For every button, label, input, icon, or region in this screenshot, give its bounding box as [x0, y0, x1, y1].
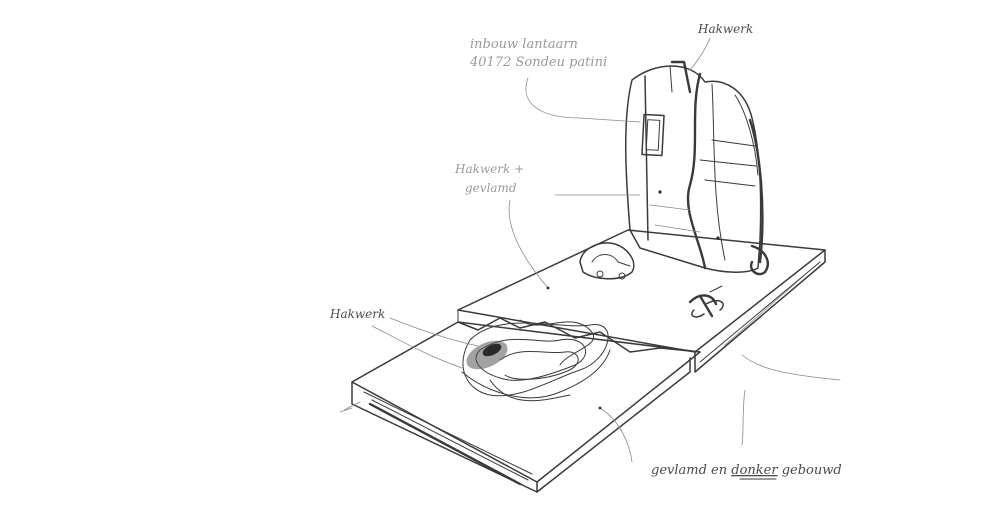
label-lantern-line2: 40172 Sondeu patini	[469, 55, 607, 70]
dragonfly-ornament	[688, 285, 724, 318]
lower-slab	[343, 321, 701, 493]
label-gevlamd-prefix: gevlamd en	[651, 463, 731, 478]
rough-stone-scribble	[461, 319, 611, 402]
leader-lines	[339, 37, 841, 463]
label-lantern-line1: inbouw lantaarn	[470, 37, 578, 52]
label-gebouwd: gebouwd	[778, 463, 842, 478]
upper-slab	[457, 229, 826, 373]
headstone	[624, 60, 769, 276]
broken-edge	[457, 317, 701, 353]
label-hakwerk-left: Hakwerk	[329, 307, 385, 321]
car-ornament	[579, 242, 635, 280]
label-hakwerk-top: Hakwerk	[697, 22, 753, 36]
label-gevlamd-donker: gevlamd en donker gebouwd	[651, 463, 842, 478]
label-donker-underlined: donker	[731, 463, 778, 478]
label-hakwerk-gevlamd-line2: gevlamd	[465, 181, 517, 195]
label-hakwerk-gevlamd-line1: Hakwerk +	[454, 162, 524, 176]
